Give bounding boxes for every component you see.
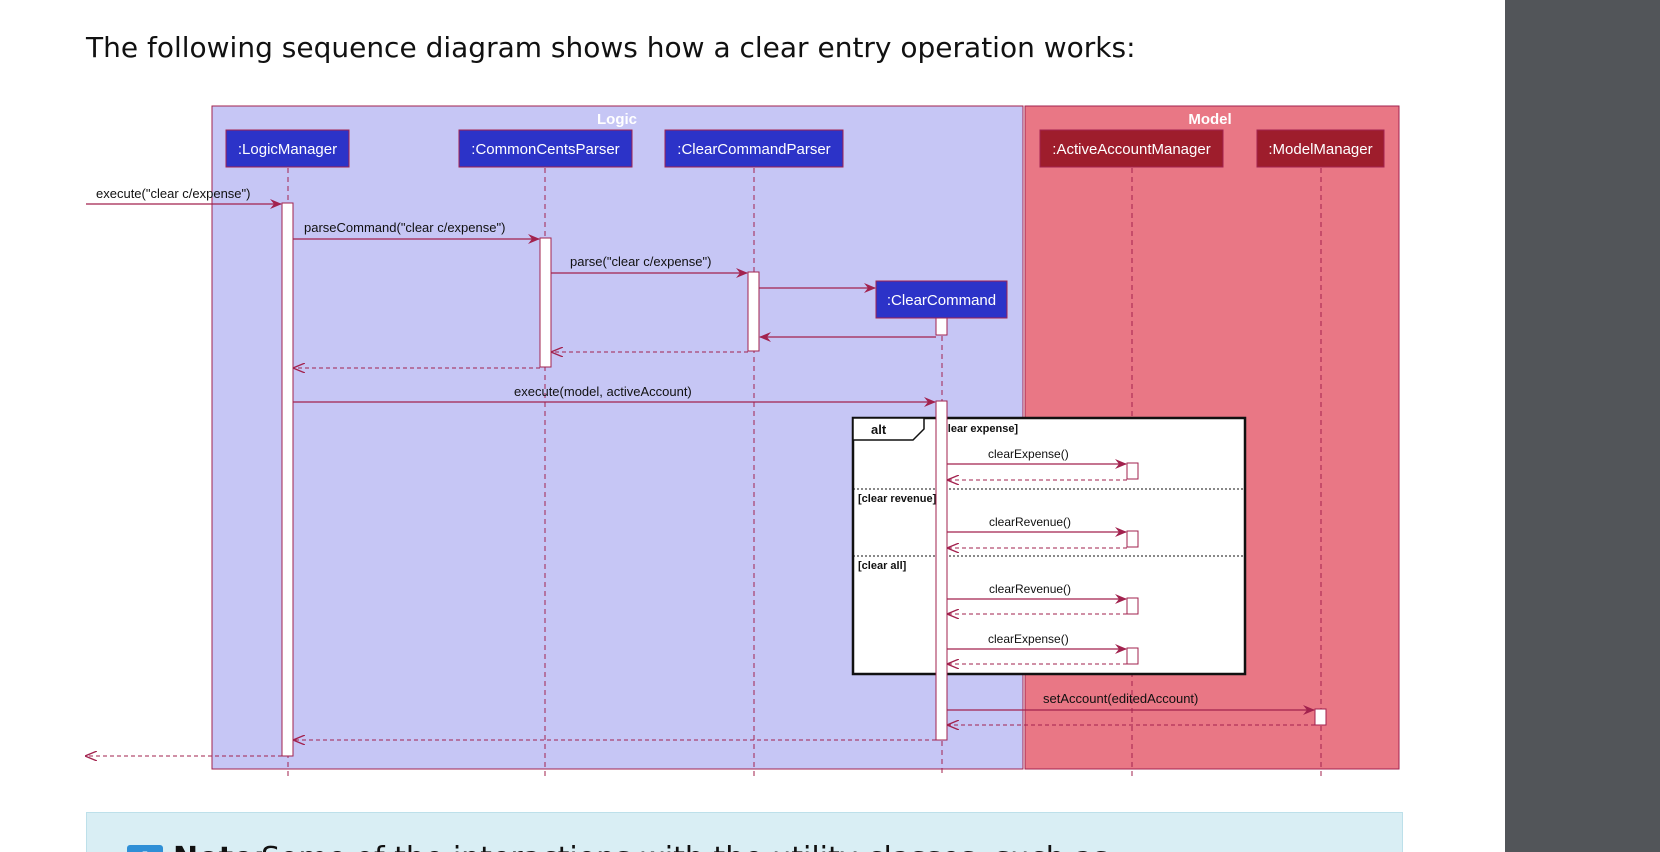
activation-clear-command-execute — [935, 400, 948, 741]
activation-active-account-manager-3 — [1126, 597, 1139, 615]
participant-clear-command-box — [875, 280, 1008, 319]
note-label: Note: — [173, 841, 265, 852]
participant-clear-command-parser-box — [664, 129, 844, 168]
logic-box-title: Logic — [597, 111, 637, 128]
sequence-diagram: Logic Model :LogicManager :CommonCentsPa… — [0, 105, 1400, 776]
participant-common-cents-parser: :CommonCentsParser — [471, 141, 619, 158]
alt-operator: alt — [871, 422, 887, 437]
participant-clear-command-parser: :ClearCommandParser — [677, 141, 830, 158]
participant-model-manager: :ModelManager — [1268, 141, 1372, 158]
participant-active-account-manager-box — [1039, 129, 1224, 168]
activation-active-account-manager-1 — [1126, 462, 1139, 480]
alt-guard-clear-all: [clear all] — [858, 560, 907, 572]
msg-parse-command-label: parseCommand("clear c/expense") — [304, 220, 505, 235]
alt-guard-clear-expense: [clear expense] — [938, 423, 1018, 435]
activation-common-cents-parser — [539, 237, 552, 368]
activation-active-account-manager-2 — [1126, 530, 1139, 548]
activation-active-account-manager-4 — [1126, 647, 1139, 665]
msg-set-account-label: setAccount(editedAccount) — [1043, 691, 1198, 706]
alt-guard-clear-revenue: [clear revenue] — [858, 493, 937, 505]
msg-execute-label: execute("clear c/expense") — [96, 186, 250, 201]
main-content: The following sequence diagram shows how… — [0, 31, 1403, 852]
msg-clear-revenue-1-label: clearRevenue() — [989, 515, 1071, 529]
participant-model-manager-box — [1256, 129, 1385, 168]
participant-clear-command: :ClearCommand — [887, 292, 996, 309]
alt-fragment: alt [clear expense] [clear revenue] [cle… — [851, 416, 1247, 676]
msg-execute-model-label: execute(model, activeAccount) — [514, 384, 692, 399]
activation-logic-manager — [281, 202, 294, 757]
activation-model-manager — [1314, 708, 1327, 726]
model-box-title: Model — [1188, 111, 1231, 128]
activation-clear-command-create — [935, 317, 948, 336]
participant-logic-manager: :LogicManager — [238, 141, 337, 158]
info-icon: i — [127, 845, 163, 852]
msg-clear-expense-1-label: clearExpense() — [988, 447, 1069, 461]
msg-parse-label: parse("clear c/expense") — [570, 254, 711, 269]
activation-clear-command-parser — [747, 271, 760, 352]
participant-active-account-manager: :ActiveAccountManager — [1052, 141, 1210, 158]
note-callout: i Note: Some of the interactions with th… — [86, 812, 1403, 852]
right-sidebar — [1505, 0, 1660, 852]
msg-clear-expense-2-label: clearExpense() — [988, 632, 1069, 646]
participant-common-cents-parser-box — [458, 129, 633, 168]
intro-paragraph: The following sequence diagram shows how… — [86, 31, 1136, 64]
msg-clear-revenue-2-label: clearRevenue() — [989, 582, 1071, 596]
note-text: Some of the interactions with the utilit… — [261, 841, 1108, 852]
participant-logic-manager-box — [225, 129, 350, 168]
